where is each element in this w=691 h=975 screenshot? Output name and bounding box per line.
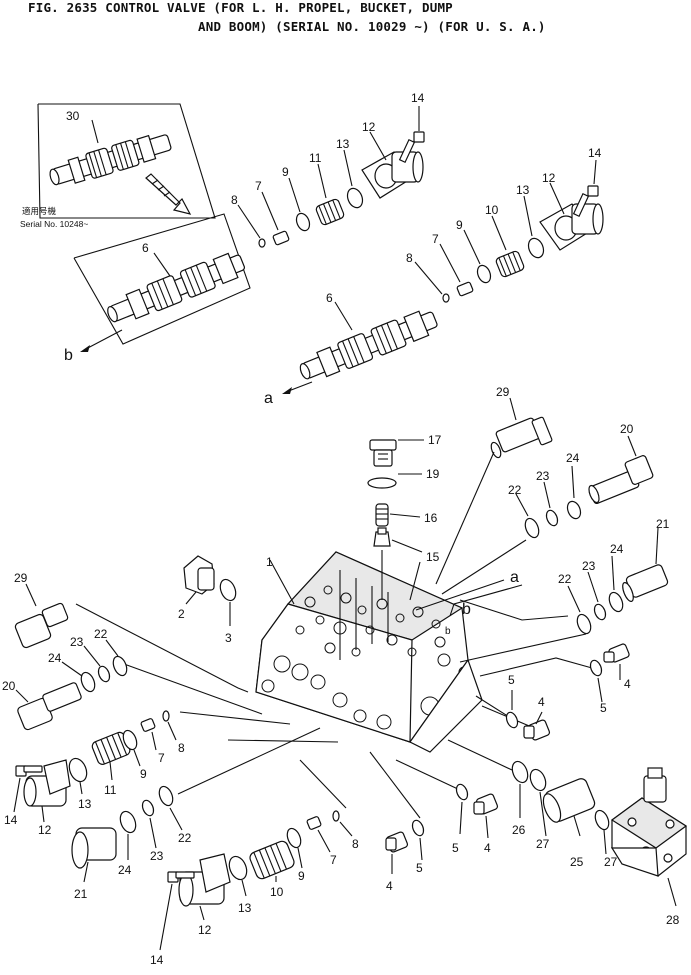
connection-markers: a b — [415, 569, 519, 618]
callout-5-a: 5 — [600, 701, 607, 715]
callout-1: 1 — [266, 555, 273, 569]
callout-12-left-a: 12 — [38, 823, 52, 837]
callout-5-d: 5 — [416, 861, 423, 875]
callout-27-b: 27 — [604, 855, 618, 869]
plug-4-and-ring-5-parts: 4 5 4 5 4 5 4 5 — [385, 643, 631, 893]
callout-6-left: 6 — [142, 241, 149, 255]
callout-7-lower: 7 — [330, 853, 337, 867]
callout-4-a: 4 — [624, 677, 631, 691]
callout-15: 15 — [426, 550, 440, 564]
callout-5-c: 5 — [452, 841, 459, 855]
inset-applicable-label-jp: 適用号機 — [22, 206, 57, 216]
callout-7-left-a: 7 — [158, 751, 165, 765]
callout-29-left: 29 — [14, 571, 28, 585]
callout-12-upper-a: 12 — [362, 120, 376, 134]
callout-11-upper: 11 — [309, 151, 322, 165]
body-label-b: b — [462, 601, 471, 618]
callout-9-upper-b: 9 — [456, 218, 463, 232]
callout-22-right-b: 22 — [558, 572, 572, 586]
callout-10-lower: 10 — [270, 885, 284, 899]
callout-29-right: 29 — [496, 385, 510, 399]
change-arrow-icon — [145, 173, 192, 215]
callout-14-upper-a: 14 — [411, 91, 425, 105]
callout-2: 2 — [178, 607, 185, 621]
leader-lines — [75, 451, 593, 819]
callout-13-upper-b: 13 — [516, 183, 530, 197]
callout-22-left-b: 22 — [178, 831, 192, 845]
callout-4-d: 4 — [386, 879, 393, 893]
top-plug-parts: 29 17 19 16 — [367, 385, 670, 635]
callout-9-upper-a: 9 — [282, 165, 289, 179]
callout-9-left-a: 9 — [140, 767, 147, 781]
figure-title-line-2: AND BOOM) (SERIAL NO. 10029 ~) (FOR U. S… — [198, 19, 546, 34]
callout-5-b: 5 — [508, 673, 515, 687]
callout-14-left-a: 14 — [4, 813, 18, 827]
upper-spool-chain-1: 8 7 9 11 13 12 — [231, 91, 425, 248]
callout-20-left: 20 — [2, 679, 16, 693]
callout-21-left: 21 — [74, 887, 88, 901]
callout-4-c: 4 — [484, 841, 491, 855]
spool-6-left-box: 6 b — [64, 213, 251, 364]
arrow-label-a: a — [264, 390, 273, 407]
body-mark-b: b — [445, 626, 451, 637]
relief-valve-28-parts: 26 27 25 27 28 — [511, 760, 688, 927]
callout-22-right-a: 22 — [508, 483, 522, 497]
callout-10-upper: 10 — [485, 203, 499, 217]
arrow-label-b: b — [64, 347, 73, 364]
callout-28: 28 — [666, 913, 680, 927]
callout-26: 26 — [512, 823, 526, 837]
callout-23-left-a: 23 — [70, 635, 84, 649]
callout-8-upper-b: 8 — [406, 251, 413, 265]
callout-14-upper-b: 14 — [588, 146, 602, 160]
callout-24-right-a: 24 — [566, 451, 580, 465]
callout-23-right-b: 23 — [582, 559, 596, 573]
callout-14-lower: 14 — [150, 953, 164, 967]
callout-13-left-a: 13 — [78, 797, 92, 811]
callout-13-lower: 13 — [238, 901, 252, 915]
callout-4-b: 4 — [538, 695, 545, 709]
left-side-parts: 2 3 29 24 23 22 — [2, 555, 237, 901]
callout-19: 19 — [426, 467, 440, 481]
callout-25: 25 — [570, 855, 584, 869]
body-label-a: a — [510, 569, 519, 586]
callout-8-lower: 8 — [352, 837, 359, 851]
callout-8-upper-a: 8 — [231, 193, 238, 207]
callout-8-left-a: 8 — [178, 741, 185, 755]
callout-20-right: 20 — [620, 422, 634, 436]
callout-24-left-a: 24 — [48, 651, 62, 665]
callout-7-upper-b: 7 — [432, 232, 439, 246]
callout-22-left-a: 22 — [94, 627, 108, 641]
callout-11-left: 11 — [104, 783, 117, 797]
callout-3: 3 — [225, 631, 232, 645]
callout-27-a: 27 — [536, 837, 550, 851]
callout-23-left-b: 23 — [150, 849, 164, 863]
callout-23-right-a: 23 — [536, 469, 550, 483]
callout-24-left-b: 24 — [118, 863, 132, 877]
callout-17: 17 — [428, 433, 442, 447]
figure-title-line-1: FIG. 2635 CONTROL VALVE (FOR L. H. PROPE… — [28, 0, 453, 15]
lower-spool-parts: 10 9 7 8 13 14 12 — [150, 810, 359, 967]
callout-13-upper-a: 13 — [336, 137, 350, 151]
callout-12-upper-b: 12 — [542, 171, 556, 185]
inset-serial-label: Serial No. 10248~ — [20, 219, 88, 229]
callout-21-right: 21 — [656, 517, 670, 531]
valve-body-1: 1 b — [255, 551, 483, 753]
callout-6-right: 6 — [326, 291, 333, 305]
callout-9-lower: 9 — [298, 869, 305, 883]
callout-12-lower: 12 — [198, 923, 212, 937]
callout-16: 16 — [424, 511, 438, 525]
upper-spool-chain-2: 6 a 8 7 9 10 13 — [264, 146, 604, 407]
callout-7-upper-a: 7 — [255, 179, 262, 193]
inset-spool-30-box: 30 適用号機 Serial No. 10248~ — [20, 103, 216, 229]
callout-24-right-b: 24 — [610, 542, 624, 556]
callout-30: 30 — [66, 109, 80, 123]
